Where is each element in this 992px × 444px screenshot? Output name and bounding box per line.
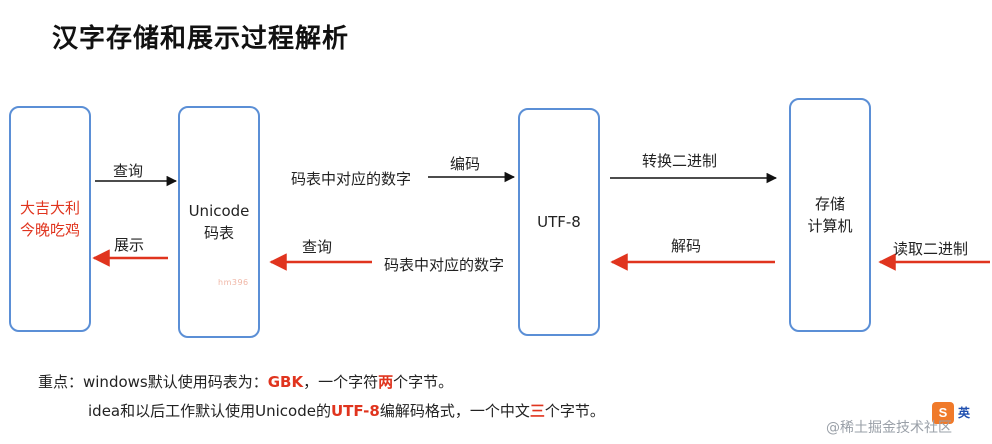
unicode-box: Unicode 码表 <box>178 106 260 338</box>
text-box-line1: 大吉大利 <box>19 199 80 217</box>
note-line-2: idea和以后工作默认使用Unicode的UTF-8编解码格式，一个中文三个字节… <box>88 400 605 421</box>
note-line1-gbk: GBK <box>267 373 304 391</box>
note-line2-c: 编解码格式，一个中文 <box>379 402 530 420</box>
page-title: 汉字存储和展示过程解析 <box>52 24 350 54</box>
ime-logo-icon[interactable]: S <box>932 402 954 424</box>
label-display: 展示 <box>114 236 145 254</box>
utf8-box-line1: UTF-8 <box>537 213 581 231</box>
label-read-binary: 读取二进制 <box>893 240 969 258</box>
unicode-box-line2: 码表 <box>203 224 234 242</box>
note-line-1: 重点：windows默认使用码表为：GBK，一个字符两个字节。 <box>38 371 453 392</box>
note-line1-a: 重点：windows默认使用码表为： <box>38 373 268 391</box>
label-query-top: 查询 <box>113 162 144 180</box>
small-watermark: hm396 <box>218 278 249 287</box>
storage-box: 存储 计算机 <box>789 98 871 332</box>
site-watermark: @稀土掘金技术社区 <box>826 420 952 436</box>
utf8-box: UTF-8 <box>518 108 600 336</box>
label-to-binary: 转换二进制 <box>642 152 718 170</box>
note-line2-a: idea和以后工作默认使用Unicode的 <box>88 402 331 420</box>
text-box: 大吉大利 今晚吃鸡 <box>9 106 91 332</box>
label-codepoint-top: 码表中对应的数字 <box>291 170 412 188</box>
storage-box-line2: 计算机 <box>807 217 853 235</box>
note-line2-three: 三 <box>529 402 545 420</box>
note-line1-c: ，一个字符 <box>303 373 379 391</box>
storage-box-line1: 存储 <box>814 195 845 213</box>
note-line2-e: 个字节。 <box>544 402 605 420</box>
label-query-bottom: 查询 <box>302 238 333 256</box>
note-line2-utf8: UTF-8 <box>330 402 380 420</box>
note-line1-two: 两 <box>378 373 394 391</box>
label-encode: 编码 <box>450 155 481 173</box>
text-box-line2: 今晚吃鸡 <box>19 221 80 239</box>
label-codepoint-bottom: 码表中对应的数字 <box>384 256 505 274</box>
ime-language-toggle[interactable]: 英 <box>958 406 971 420</box>
note-line1-e: 个字节。 <box>393 373 454 391</box>
unicode-box-line1: Unicode <box>188 202 250 220</box>
label-decode: 解码 <box>671 237 702 255</box>
